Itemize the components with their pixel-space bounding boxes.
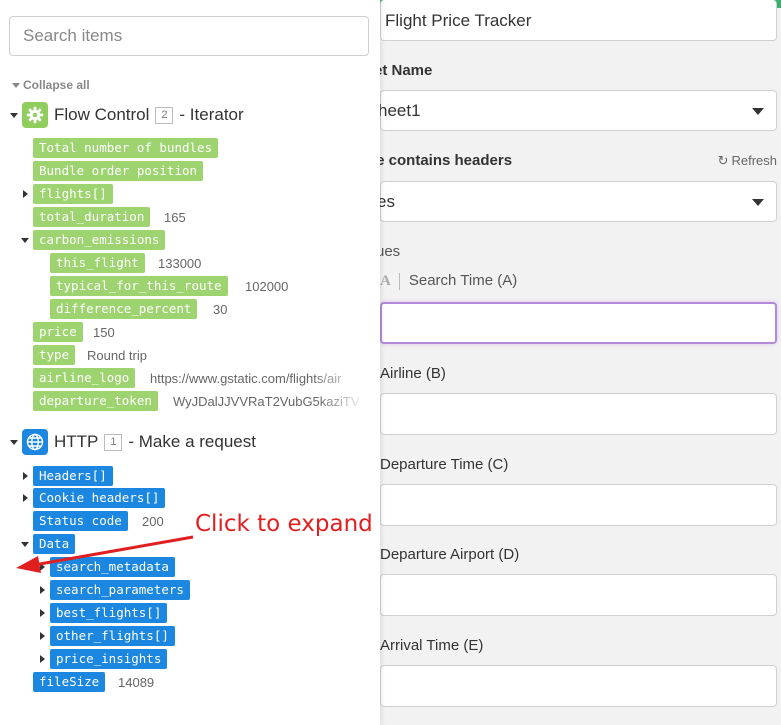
column-e-label: Arrival Time (E) [380,637,484,654]
item-value: 102000 [245,279,289,294]
column-c-label: Departure Time (C) [380,456,509,473]
item-value: Round trip [87,348,147,363]
module-toggle-icon[interactable] [10,113,18,118]
module-name: Flow Control [54,105,150,124]
annotation-label: Click to expand [195,511,373,537]
sheet-name-value: heet1 [380,101,421,120]
column-a-input[interactable] [380,302,777,344]
column-d-input[interactable] [380,574,777,616]
item-value: 200 [142,514,164,529]
item-headers[interactable]: Headers[] [33,466,113,486]
module-number-badge: 1 [104,433,123,451]
item-best-flights[interactable]: best_flights[] [50,603,168,623]
expand-icon[interactable] [40,632,45,640]
item-cookie-headers[interactable]: Cookie headers[] [33,488,166,508]
item-value: 30 [213,302,228,317]
spreadsheet-value: Flight Price Tracker [385,11,532,30]
expand-icon[interactable] [40,586,45,594]
chevron-down-icon [752,108,764,115]
item-value: 165 [164,210,186,225]
item-bundle-order[interactable]: Bundle order position [33,161,204,181]
table-headers-value: es [380,192,395,211]
item-total-bundles[interactable]: Total number of bundles [33,138,219,158]
text-type-icon: A [380,273,391,289]
refresh-icon: ↻ [717,153,729,168]
module-toggle-icon[interactable] [10,440,18,445]
module-http[interactable]: HTTP 1 - Make a request [22,429,256,455]
module-flow-control[interactable]: Flow Control 2 - Iterator [22,102,244,128]
column-b-label: Airline (B) [380,365,446,382]
module-name: HTTP [54,432,99,451]
column-a-header: A Search Time (A) [380,272,517,290]
item-value: 14089 [118,675,155,690]
expand-icon[interactable] [23,494,28,502]
sheet-name-select[interactable]: heet1 [380,90,777,131]
module-number-badge: 2 [155,106,174,124]
item-typical-for-route[interactable]: typical_for_this_route [50,276,228,296]
item-search-parameters[interactable]: search_parameters [50,580,190,600]
item-value: https://www.gstatic.com/flights/air [150,371,342,386]
table-headers-label: le contains headers [380,152,513,169]
collapse-icon[interactable] [21,542,29,547]
collapse-icon[interactable] [21,238,29,243]
item-this-flight[interactable]: this_flight [50,253,145,273]
globe-icon [22,429,48,455]
module-description: - Iterator [179,105,244,124]
item-search-metadata[interactable]: search_metadata [50,557,175,577]
column-e-input[interactable] [380,665,777,707]
values-label: ues [380,243,401,260]
item-difference-percent[interactable]: difference_percent [50,299,198,319]
sheet-name-label: et Name [380,62,433,79]
item-airline-logo[interactable]: airline_logo [33,368,136,388]
gear-icon [22,102,48,128]
column-d-label: Departure Airport (D) [380,546,520,563]
collapse-all-label: Collapse all [23,78,90,92]
item-carbon-emissions[interactable]: carbon_emissions [33,230,166,250]
item-file-size[interactable]: fileSize [33,672,106,692]
expand-icon[interactable] [23,190,28,198]
item-other-flights[interactable]: other_flights[] [50,626,175,646]
chevron-down-icon [752,199,764,206]
module-settings-panel: Flight Price Tracker et Name heet1 le co… [380,0,781,725]
item-flights[interactable]: flights[] [33,184,113,204]
item-data[interactable]: Data [33,534,76,554]
item-status-code[interactable]: Status code [33,511,128,531]
item-type[interactable]: type [33,345,76,365]
refresh-label: Refresh [731,153,777,168]
item-total-duration[interactable]: total_duration [33,207,151,227]
column-b-input[interactable] [380,393,777,435]
item-value: 150 [93,325,115,340]
column-a-label: Search Time (A) [408,272,518,289]
item-departure-token[interactable]: departure_token [33,391,158,411]
search-input[interactable] [9,16,369,56]
collapse-all-button[interactable]: Collapse all [12,78,90,92]
expand-icon[interactable] [40,609,45,617]
item-value: 133000 [158,256,202,271]
spreadsheet-field[interactable]: Flight Price Tracker [380,0,777,41]
expand-icon[interactable] [40,563,45,571]
expand-icon[interactable] [23,472,28,480]
table-headers-select[interactable]: es [380,181,777,222]
item-value: WyJDalJJVVRaT2VubG5kaziTV [173,394,360,409]
refresh-button[interactable]: ↻Refresh [718,153,777,169]
item-price-insights[interactable]: price_insights [50,649,168,669]
item-price[interactable]: price [33,322,83,342]
mapping-panel: Collapse all Flow Control 2 - Iterator T… [0,0,380,725]
module-description: - Make a request [128,432,256,451]
column-c-input[interactable] [380,484,777,526]
caret-down-icon [12,83,20,89]
expand-icon[interactable] [40,655,45,663]
